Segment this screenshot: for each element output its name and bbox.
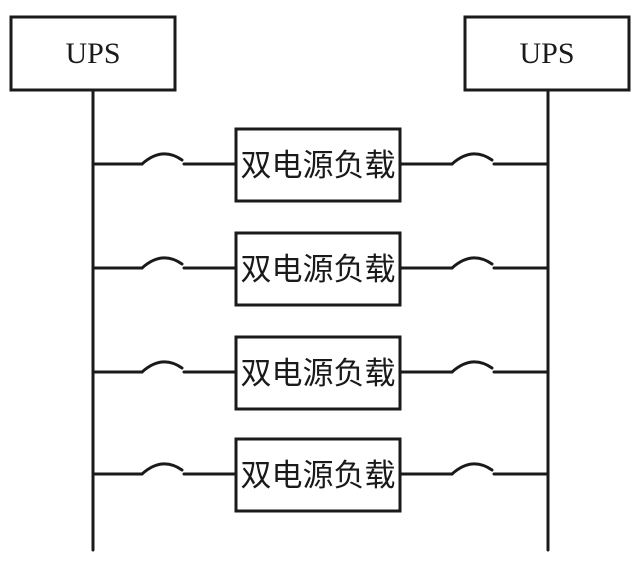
right-breaker-switch — [450, 462, 494, 476]
load-label: 双电源负载 — [241, 458, 396, 494]
load-row-2: 双电源负载 — [91, 231, 550, 307]
ups-right-label: UPS — [519, 37, 574, 70]
right-breaker-switch — [450, 360, 494, 374]
left-breaker-switch — [140, 462, 184, 476]
ups-left: UPS — [9, 15, 177, 92]
load-box — [234, 437, 402, 513]
right-breaker-switch — [450, 152, 494, 166]
right-breaker-switch — [450, 256, 494, 270]
load-box — [234, 127, 402, 203]
ups-right-box — [463, 15, 631, 92]
left-breaker-switch — [140, 360, 184, 374]
ups-left-label: UPS — [65, 37, 120, 70]
load-box — [234, 335, 402, 411]
load-label: 双电源负载 — [241, 148, 396, 184]
left-breaker-switch — [140, 152, 184, 166]
ups-right: UPS — [463, 15, 631, 92]
ups-left-box — [9, 15, 177, 92]
load-row-4: 双电源负载 — [91, 437, 550, 513]
load-row-1: 双电源负载 — [91, 127, 550, 203]
left-breaker-switch — [140, 256, 184, 270]
load-row-3: 双电源负载 — [91, 335, 550, 411]
load-label: 双电源负载 — [241, 252, 396, 288]
load-label: 双电源负载 — [241, 356, 396, 392]
